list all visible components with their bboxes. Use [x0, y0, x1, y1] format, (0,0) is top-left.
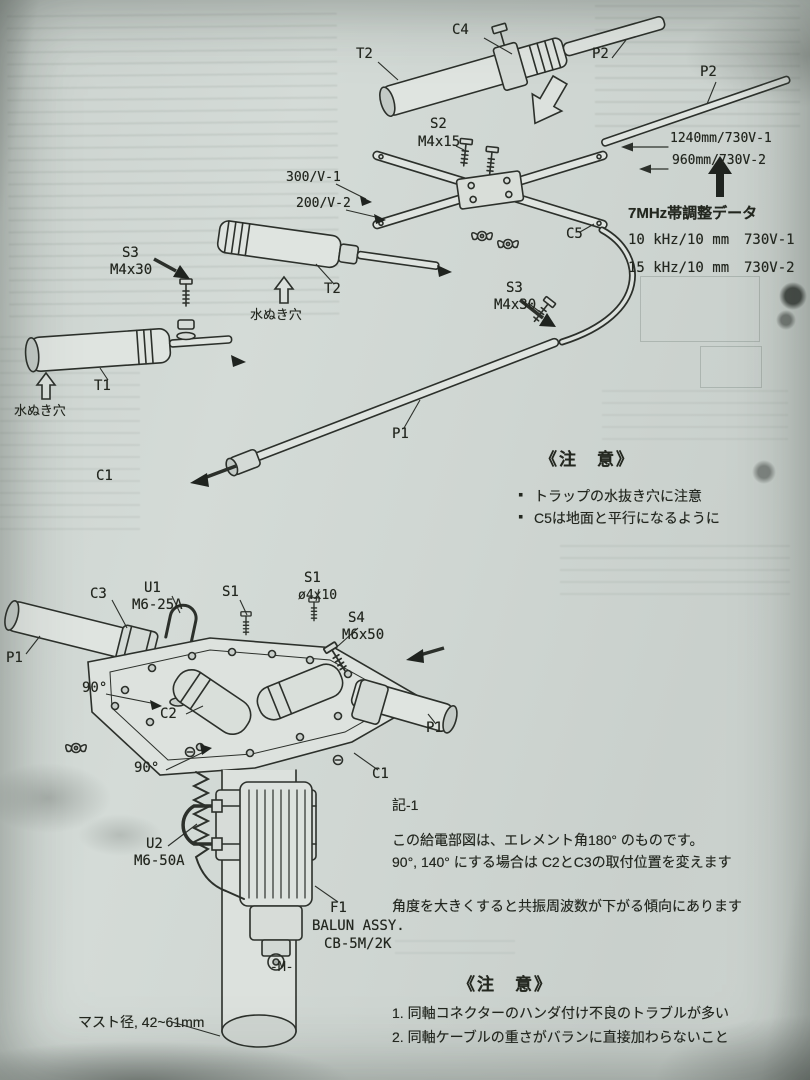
- label-f1: F1: [330, 900, 347, 916]
- label-mast-diameter: マスト径, 42~61mm: [78, 1014, 205, 1030]
- direction-arrows: [150, 156, 732, 755]
- drain-hole-arrow-icon: [274, 276, 294, 304]
- label-m4x30-left: M4x30: [110, 262, 153, 278]
- element-p2-drawing: [601, 75, 791, 147]
- label-p2-upper: P2: [592, 46, 609, 62]
- label-t1: T1: [94, 378, 111, 394]
- balun-f1-drawing: [239, 781, 313, 971]
- label-u1: U1: [144, 580, 161, 596]
- cross-bracket-drawing: [372, 137, 608, 250]
- ubolt-u2-drawing: [181, 804, 218, 846]
- label-s4: S4: [348, 610, 365, 626]
- label-dim-200: 200/V-2: [296, 196, 351, 211]
- feed-note-heading: 記-1: [392, 797, 419, 813]
- label-p1-rod: P1: [392, 426, 409, 442]
- label-t2-upper: T2: [356, 46, 373, 62]
- top-caution-item: C5は地面と平行になるように: [534, 510, 720, 526]
- label-s3-left: S3: [122, 245, 139, 261]
- label-s1-b: S1: [304, 570, 321, 586]
- adjustment-row-rate: 10 kHz/10 mm: [628, 232, 730, 248]
- label-drain-hole-left: 水ぬき穴: [14, 403, 66, 418]
- bullet-icon: ▪: [518, 512, 524, 522]
- label-c4: C4: [452, 22, 469, 38]
- label-s2: S2: [430, 116, 447, 132]
- dimension-lines: [621, 142, 669, 174]
- label-m6-50a: M6-50A: [134, 853, 185, 869]
- label-c2: C2: [160, 706, 177, 722]
- label-t2-mid: T2: [324, 281, 341, 297]
- tuning-up-arrow: [708, 156, 732, 197]
- label-c1-cap: C1: [96, 468, 113, 484]
- holder-c2-drawing: [172, 669, 252, 735]
- label-balun-model: CB-5M/2K: [324, 936, 392, 952]
- feed-assembly-drawing: [4, 597, 458, 1048]
- label-dim-1240: 1240mm/730V-1: [670, 131, 772, 146]
- label-s3-right: S3: [506, 280, 523, 296]
- label-p1-right: P1: [426, 720, 443, 736]
- adjustment-title: 7MHz帯調整データ: [628, 205, 758, 222]
- label-angle-b: 90°: [134, 760, 160, 776]
- cap-c1-drawing: [225, 448, 261, 477]
- bottom-caution-item: 1. 同軸コネクターのハンダ付け不良のトラブルが多い: [392, 1005, 730, 1021]
- hollow-direction-arrow: [531, 74, 569, 125]
- adjustment-row-model: 730V-1: [744, 232, 795, 248]
- leader-lines: [25, 37, 717, 1037]
- trap-t2-mid-drawing: [216, 220, 440, 270]
- drain-hole-arrow-icon: [36, 372, 56, 400]
- element-p1-drawing: [252, 337, 560, 462]
- label-u2: U2: [146, 836, 163, 852]
- label-m4x15: M4x15: [418, 134, 461, 150]
- label-p2-element: P2: [700, 64, 717, 80]
- label-c1-plate: C1: [372, 766, 389, 782]
- feed-note-line: 90°, 140° にする場合は C2とC3の取付位置を変えます: [392, 854, 732, 870]
- label-angle-a: 90°: [82, 680, 108, 696]
- screw-s1-drawing: [240, 611, 252, 636]
- screw-s3-left-drawing: [179, 278, 193, 307]
- label-dia-4x10: ø4x10: [298, 588, 338, 603]
- bottom-caution-title: 《注 意》: [458, 975, 553, 994]
- top-assembly-drawing: [24, 15, 791, 477]
- feed-note-line: 角度を大きくすると共振周波数が下がる傾向にあります: [392, 898, 742, 914]
- trap-t2-upper-drawing: [379, 15, 666, 118]
- label-c5: C5: [566, 226, 583, 242]
- gusset-plate-drawing: [87, 637, 427, 776]
- adjustment-row-rate: 15 kHz/10 mm: [628, 260, 730, 276]
- feed-note-line: この給電部図は、エレメント角180° のものです。: [392, 832, 704, 848]
- label-s1-a: S1: [222, 584, 239, 600]
- label-balun-assy: BALUN ASSY.: [312, 918, 405, 934]
- label-dim-960: 960mm/730V-2: [672, 153, 766, 168]
- label-drain-hole-mid: 水ぬき穴: [250, 307, 302, 322]
- coax-coil-drawing: [191, 771, 245, 900]
- holder-right-drawing: [256, 663, 344, 721]
- label-p1-left: P1: [6, 650, 23, 666]
- trap-t1-drawing: [24, 328, 233, 373]
- label-m4x30-right: M4x30: [494, 297, 537, 313]
- label-m-mark: -M-: [270, 960, 294, 975]
- ubolt-u1-drawing: [164, 603, 198, 644]
- label-m6-25a: M6-25A: [132, 597, 183, 613]
- adjustment-row-model: 730V-2: [744, 260, 795, 276]
- label-c3: C3: [90, 586, 107, 602]
- top-caution-title: 《注 意》: [540, 450, 635, 469]
- bottom-caution-item: 2. 同軸ケーブルの重さがバランに直接加わらないこと: [392, 1029, 729, 1045]
- bullet-icon: ▪: [518, 490, 524, 500]
- top-caution-item: トラップの水抜き穴に注意: [534, 488, 702, 504]
- label-m6x50: M6x50: [342, 627, 385, 643]
- label-dim-300: 300/V-1: [286, 170, 341, 185]
